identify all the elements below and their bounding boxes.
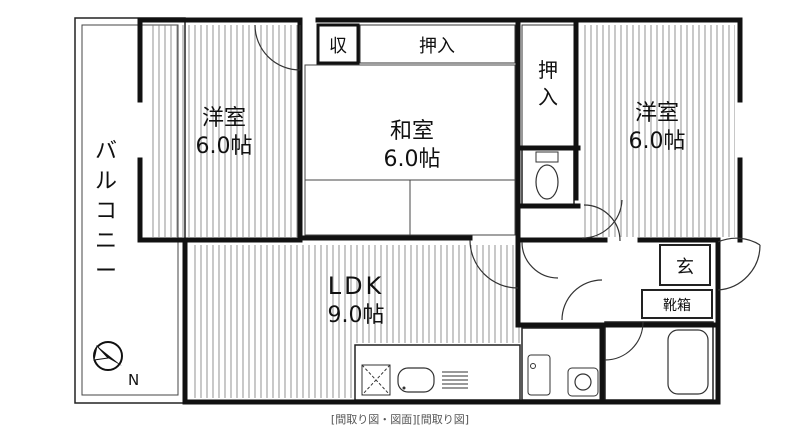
shoe-box (641, 289, 713, 319)
shoe-box-label: 靴箱 (663, 298, 691, 314)
ldk-floor (190, 245, 520, 343)
toilet (521, 147, 575, 207)
washroom (521, 327, 603, 401)
oshiire-side-label-1: 押 (538, 58, 558, 82)
svg-text:ニ: ニ (95, 229, 117, 254)
kitchen-counter (354, 344, 521, 401)
western-room-right (580, 25, 735, 237)
door-swings (254, 24, 761, 361)
svg-text:コ: コ (95, 199, 117, 224)
north-label: N (128, 371, 139, 389)
small-closet (316, 23, 360, 65)
svg-text:バ: バ (95, 139, 117, 164)
svg-text:ー: ー (95, 259, 117, 284)
walls (137, 17, 743, 405)
entrance-label: 玄 (676, 257, 694, 278)
oshiire-top (359, 24, 516, 64)
svg-text:ル: ル (95, 169, 117, 194)
oshiire-top-label: 押入 (419, 36, 455, 57)
ldk-size: 9.0帖 (328, 303, 385, 328)
oshiire-side-label-2: 入 (538, 85, 558, 109)
bathtub (604, 321, 714, 401)
western-left-name: 洋室 (202, 106, 246, 131)
western-right-size: 6.0帖 (629, 129, 686, 154)
western-room-left (148, 25, 300, 237)
washitsu-size: 6.0帖 (384, 147, 441, 172)
closet-label: 収 (329, 36, 347, 57)
western-left-size: 6.0帖 (196, 134, 253, 159)
western-right-name: 洋室 (635, 101, 679, 126)
image-caption: [間取り図・図面][間取り図] (330, 413, 470, 426)
washitsu-name: 和室 (390, 119, 434, 144)
entrance (659, 244, 711, 286)
washitsu-tatami (304, 64, 516, 236)
ldk-name: LDK (328, 272, 385, 300)
north-compass-icon (93, 341, 123, 371)
balcony-label: バ ル コ ニ ー (95, 139, 117, 284)
floor-plan: 洋室 6.0帖 和室 6.0帖 洋室 6.0帖 LDK 9.0帖 収 押入 押 … (74, 17, 761, 405)
